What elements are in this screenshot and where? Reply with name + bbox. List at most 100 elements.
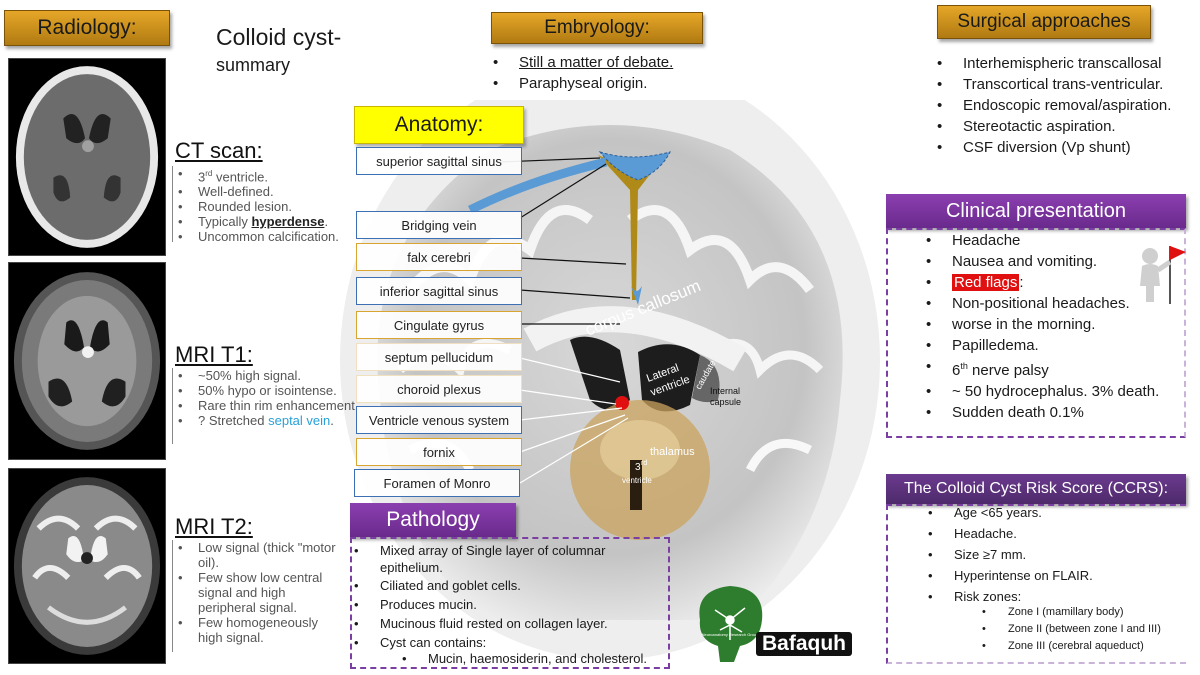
red-flags-badge: Red flags	[952, 274, 1020, 291]
anatomy-label-cingulate-gyrus: Cingulate gyrus	[356, 311, 522, 339]
list-item: Transcortical trans-ventricular.	[935, 74, 1200, 95]
list-item: Stereotactic aspiration.	[935, 116, 1200, 137]
logo-brain-icon: Neuroanatomy Research Group	[699, 586, 763, 662]
list-item: worse in the morning.	[924, 314, 1194, 335]
clinical-presentation-header: Clinical presentation	[886, 194, 1186, 228]
pathology-box	[350, 537, 670, 669]
ccrs-zones-list: Zone I (mamillary body) Zone II (between…	[980, 604, 1190, 655]
clinical-presentation-header-text: Clinical presentation	[945, 199, 1127, 222]
anatomy-label-text: Bridging vein	[401, 217, 477, 233]
ct-scan-title: CT scan:	[175, 138, 263, 163]
anatomy-label-choroid-plexus: choroid plexus	[356, 375, 522, 403]
sixth-sup: th	[960, 361, 968, 371]
list-item: Sudden death 0.1%	[924, 402, 1194, 423]
list-item: Papilledema.	[924, 335, 1194, 356]
list-item: Headache	[924, 230, 1194, 251]
list-item: Hyperintense on FLAIR.	[926, 565, 1176, 586]
third-ventricle-sup: rd	[641, 460, 647, 467]
ct-item-period: .	[324, 214, 329, 230]
pathology-header: Pathology	[350, 503, 516, 537]
anatomy-label-superior-sagittal-sinus: superior sagittal sinus	[356, 147, 522, 175]
mri-t1-septal-vein: septal vein	[268, 413, 331, 428]
anatomy-label-text: septum pellucidum	[384, 349, 494, 365]
mri-t2-list: Low signal (thick "motor oil). Few show …	[174, 540, 344, 645]
ct-divider	[172, 166, 173, 242]
ct-item-typically: Typically	[198, 214, 252, 230]
summary-title: Colloid cyst- summary	[216, 24, 341, 76]
third-ventricle-number: 3	[635, 462, 641, 473]
list-item: Red flags:	[924, 272, 1194, 293]
list-item: Risk zones:	[926, 586, 1176, 607]
pathology-header-text: Pathology	[386, 508, 480, 531]
anatomy-header-text: Anatomy:	[394, 113, 484, 136]
list-item: Cyst can contains:	[352, 633, 652, 652]
pathology-list: Mixed array of Single layer of columnar …	[352, 542, 652, 652]
list-item: 6th nerve palsy	[924, 356, 1194, 381]
mri-t1-divider	[172, 368, 173, 444]
logo-text: Neuroanatomy Research Group	[702, 632, 759, 637]
ct-item-sup: rd	[205, 169, 213, 178]
list-item: Rare thin rim enhancement.	[174, 398, 364, 413]
ct-list: 3rd ventricle. Well-defined. Rounded les…	[174, 166, 364, 244]
mri-t1-period: .	[330, 413, 334, 428]
anatomy-label-text: inferior sagittal sinus	[379, 283, 499, 299]
list-item: ~ 50 hydrocephalus. 3% death.	[924, 381, 1194, 402]
red-flags-colon: :	[1019, 274, 1024, 291]
ct-item-third-num: 3	[198, 169, 206, 185]
red-flag-figure-icon	[1140, 246, 1186, 304]
anatomy-label-falx-cerebri: falx cerebri	[356, 243, 522, 271]
embryology-header-text: Embryology:	[544, 17, 650, 38]
list-item: Rounded lesion.	[174, 199, 364, 214]
anatomy-label-text: choroid plexus	[397, 381, 481, 397]
internal-capsule-label-2: capsule	[710, 397, 741, 407]
ct-item-ventricle: ventricle.	[212, 169, 268, 185]
sixth-num: 6	[952, 362, 961, 379]
list-item: Mixed array of Single layer of columnar …	[352, 542, 652, 576]
list-item: Ciliated and goblet cells.	[352, 576, 652, 595]
anatomy-label-ventricle-venous-system: Ventricle venous system	[356, 406, 522, 434]
list-item: Few homogeneously high signal.	[174, 615, 344, 645]
anatomy-label-text: superior sagittal sinus	[376, 153, 502, 169]
surgical-approaches-list: Interhemispheric transcallosal Transcort…	[935, 53, 1200, 158]
anatomy-label-text: Ventricle venous system	[368, 412, 510, 428]
anatomy-label-septum-pellucidum: septum pellucidum	[356, 343, 522, 371]
embryology-list: Still a matter of debate. Paraphyseal or…	[491, 52, 751, 94]
list-item: Still a matter of debate.	[491, 52, 751, 73]
list-item: Zone III (cerebral aqueduct)	[980, 638, 1190, 655]
list-item: Produces mucin.	[352, 595, 652, 614]
logo-brand: Bafaquh	[756, 632, 852, 656]
list-item: 50% hypo or isointense.	[174, 383, 364, 398]
ccrs-list: Age <65 years. Headache. Size ≥7 mm. Hyp…	[926, 502, 1176, 607]
list-item: Age <65 years.	[926, 502, 1176, 523]
mri-t2-divider	[172, 540, 173, 652]
list-item: CSF diversion (Vp shunt)	[935, 137, 1200, 158]
mri-t2-image	[8, 468, 166, 664]
anatomy-label-bridging-vein: Bridging vein	[356, 211, 522, 239]
anatomy-label-inferior-sagittal-sinus: inferior sagittal sinus	[356, 277, 522, 305]
ccrs-header-text: The Colloid Cyst Risk Score (CCRS):	[903, 480, 1169, 497]
embryology-header: Embryology:	[491, 12, 703, 44]
list-item: Uncommon calcification.	[174, 229, 364, 244]
list-item: Paraphyseal origin.	[491, 73, 751, 94]
list-item: Size ≥7 mm.	[926, 544, 1176, 565]
list-item: Interhemispheric transcallosal	[935, 53, 1200, 74]
surgical-approaches-header: Surgical approaches	[937, 5, 1151, 39]
anatomy-label-text: falx cerebri	[407, 249, 471, 265]
mri-t1-image	[8, 262, 166, 460]
nerve-palsy: nerve palsy	[967, 362, 1049, 379]
list-item: Few show low central signal and high per…	[174, 570, 344, 615]
list-item: Endoscopic removal/aspiration.	[935, 95, 1200, 116]
list-item: Nausea and vomiting.	[924, 251, 1194, 272]
embryology-item-1: Still a matter of debate.	[519, 54, 674, 71]
anatomy-label-text: Foramen of Monro	[383, 475, 491, 491]
list-item: Zone II (between zone I and III)	[980, 621, 1190, 638]
third-ventricle-label: ventricle	[622, 476, 652, 485]
mri-t1-list: ~50% high signal. 50% hypo or isointense…	[174, 368, 364, 428]
list-item: ? Stretched septal vein.	[174, 413, 364, 428]
anatomy-label-fornix: fornix	[356, 438, 522, 466]
summary-title-line2: summary	[216, 55, 291, 75]
list-item: Mucinous fluid rested on collagen layer.	[352, 614, 652, 633]
list-item: Headache.	[926, 523, 1176, 544]
radiology-header-text: Radiology:	[37, 16, 137, 39]
ccrs-header: The Colloid Cyst Risk Score (CCRS):	[886, 474, 1186, 504]
